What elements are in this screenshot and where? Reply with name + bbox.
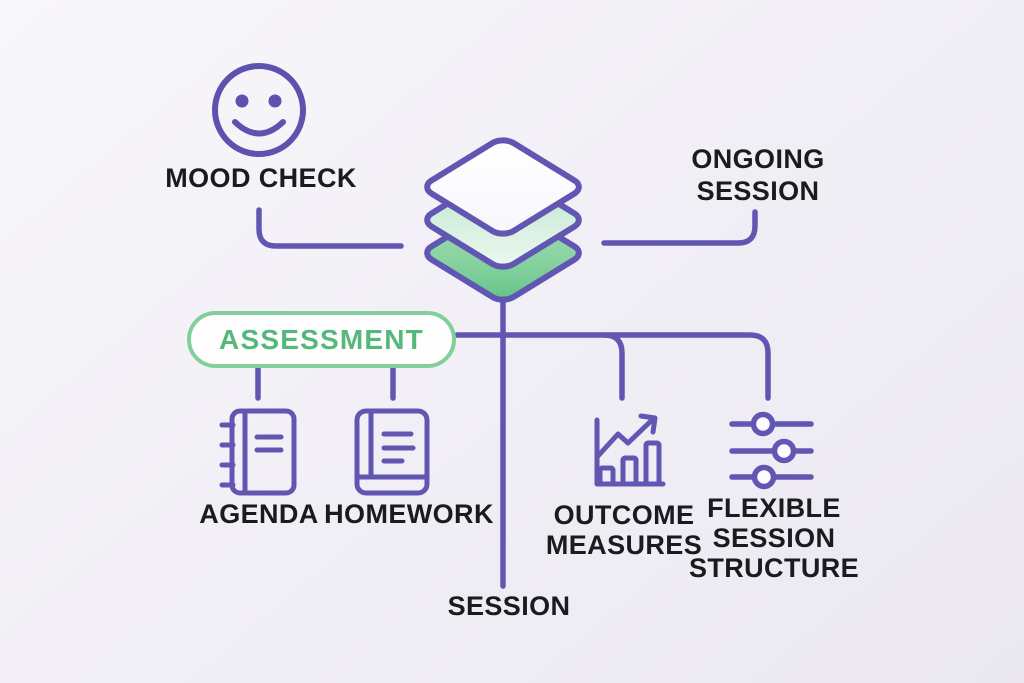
flexible-line3: STRUCTURE bbox=[688, 553, 860, 583]
assessment-label: ASSESSMENT bbox=[219, 323, 424, 355]
connector-mood-check bbox=[256, 207, 404, 249]
flexible-line1: FLEXIBLE bbox=[707, 493, 841, 523]
homework-label: HOMEWORK bbox=[324, 499, 494, 529]
mood-check-label: MOOD CHECK bbox=[165, 163, 357, 193]
agenda-label: AGENDA bbox=[199, 499, 319, 529]
assessment-badge: ASSESSMENT bbox=[187, 311, 456, 368]
connector-branch-horizontal bbox=[454, 332, 771, 401]
spiral-notebook-icon bbox=[219, 408, 297, 496]
stack-layer-top bbox=[421, 137, 585, 238]
ongoing-session-label: ONGOING SESSION bbox=[691, 143, 824, 207]
flexible-line2: SESSION bbox=[712, 523, 836, 553]
connector-outcome-branch bbox=[601, 332, 625, 401]
ongoing-session-line2: SESSION bbox=[696, 176, 820, 206]
layer-stack-icon bbox=[421, 137, 585, 304]
session-label: SESSION bbox=[447, 591, 571, 621]
outcome-measures-line1: OUTCOME bbox=[553, 500, 695, 530]
outcome-measures-line2: MEASURES bbox=[545, 530, 703, 560]
ongoing-session-line1: ONGOING bbox=[691, 144, 825, 174]
sliders-icon bbox=[729, 411, 814, 490]
connector-ongoing-session bbox=[601, 209, 758, 246]
book-icon bbox=[354, 408, 430, 496]
outcome-measures-label: OUTCOME MEASURES bbox=[546, 500, 702, 560]
bar-chart-trend-icon bbox=[594, 413, 666, 487]
connector-lines bbox=[255, 207, 771, 589]
smiley-face-icon bbox=[212, 63, 306, 157]
flexible-session-structure-label: FLEXIBLE SESSION STRUCTURE bbox=[689, 493, 859, 583]
